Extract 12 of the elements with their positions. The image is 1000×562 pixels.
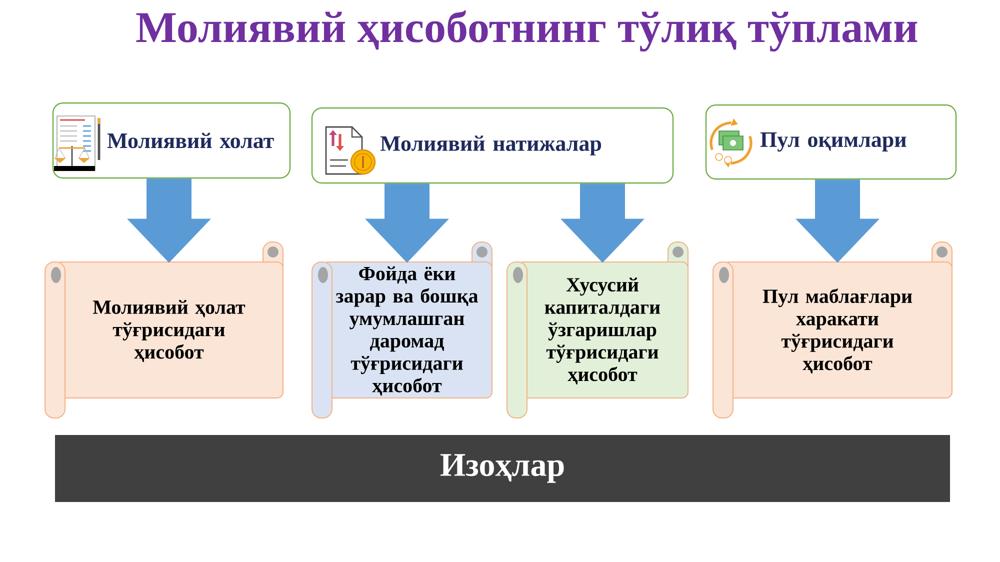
- footer-bar: Изоҳлар: [55, 435, 950, 502]
- scroll-banner: Молиявий ҳолат тўғрисидаги ҳисобот: [44, 242, 284, 418]
- block-arrow: [560, 184, 644, 263]
- scroll-banner: Фойда ёки зарар ва бошқа умумлашган даромад тўғрисидаги ҳисобот: [312, 242, 492, 418]
- block-arrow: [127, 178, 211, 263]
- heading-box: Пул оқимлари: [705, 104, 957, 180]
- title: Молиявий ҳисоботнинг тўлиқ тўплами: [136, 10, 918, 52]
- scroll-banner: Хусусий капиталдаги ўзгаришлар тўғрисидаги ҳисобот: [506, 242, 688, 418]
- scroll-banner: Пул маблағлари харакати тўғрисидаги ҳисобот: [712, 242, 953, 418]
- block-arrow: [796, 180, 880, 263]
- heading-box: Молиявий натижалар: [311, 107, 674, 184]
- block-arrow: [365, 184, 449, 263]
